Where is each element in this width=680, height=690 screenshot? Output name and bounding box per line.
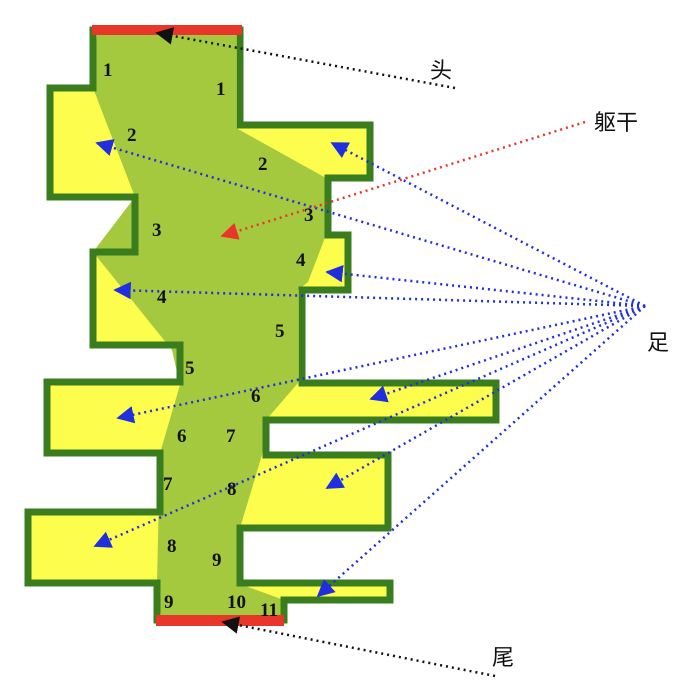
tail-label: 尾 [492, 646, 514, 671]
num-label: 4 [296, 250, 306, 271]
tail-cap [156, 615, 284, 626]
num-label: 11 [260, 600, 278, 621]
num-label: 2 [127, 125, 137, 146]
num-label: 10 [227, 592, 246, 613]
num-label: 5 [275, 321, 285, 342]
num-label: 8 [227, 479, 237, 500]
num-label: 9 [164, 592, 174, 613]
num-label: 6 [177, 426, 187, 447]
num-label: 5 [185, 358, 195, 379]
num-label: 3 [304, 205, 314, 226]
num-label: 7 [163, 474, 173, 495]
num-label: 7 [226, 426, 236, 447]
tail-arrow [221, 616, 496, 678]
body-shape [93, 34, 326, 616]
num-label: 4 [157, 287, 167, 308]
head-cap [92, 25, 242, 35]
num-label: 6 [251, 386, 261, 407]
num-label: 3 [152, 220, 162, 241]
num-label: 1 [216, 79, 226, 100]
torso-label: 躯干 [594, 111, 638, 136]
outline [24, 26, 500, 624]
num-label: 8 [167, 536, 177, 557]
feet-arrows [93, 139, 646, 598]
num-label: 2 [258, 154, 268, 175]
num-label: 9 [212, 550, 222, 571]
head-arrow [155, 27, 456, 90]
head-label: 头 [430, 59, 452, 84]
num-label: 1 [103, 60, 113, 81]
feet-label: 足 [647, 331, 669, 356]
number-labels: 1 1 2 2 3 3 4 4 5 5 6 6 7 7 8 8 9 9 10 1… [103, 60, 314, 621]
